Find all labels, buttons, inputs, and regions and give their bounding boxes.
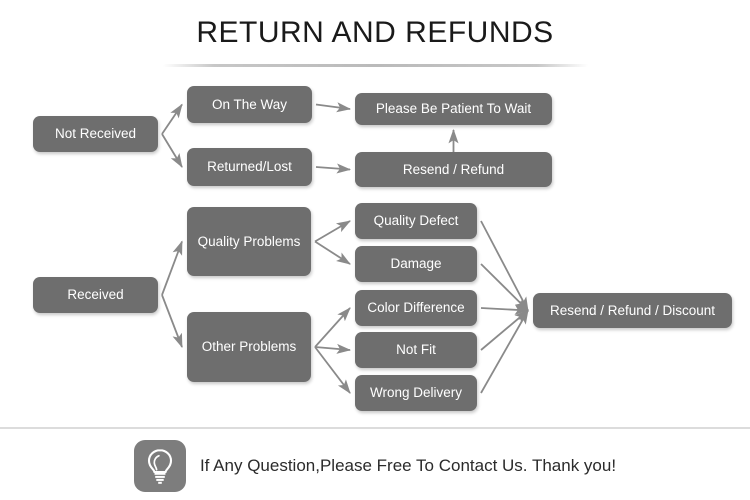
- arrow-other-problems-to-color-difference: [314, 307, 351, 348]
- arrow-other-problems-to-not-fit: [314, 343, 352, 354]
- node-wrong-delivery: Wrong Delivery: [355, 375, 477, 411]
- node-damage: Damage: [355, 246, 477, 282]
- node-other-problems: Other Problems: [187, 312, 311, 382]
- node-resend-refund-discount: Resend / Refund / Discount: [533, 293, 732, 328]
- node-received: Received: [33, 277, 158, 313]
- title-divider: [163, 64, 588, 67]
- lightbulb-icon: [133, 440, 186, 492]
- footer-text: If Any Question,Please Free To Contact U…: [199, 456, 617, 475]
- node-quality-defect: Quality Defect: [355, 203, 477, 239]
- node-returned-lost: Returned/Lost: [187, 148, 312, 186]
- arrow-other-problems-to-wrong-delivery: [314, 346, 351, 394]
- arrow-quality-defect-to-resend-refund-discount: [480, 220, 529, 312]
- flowchart-arrows: [161, 102, 530, 394]
- node-please-be-patient: Please Be Patient To Wait: [355, 93, 552, 125]
- arrow-returned-lost-to-resend-refund: [315, 163, 352, 174]
- arrow-not-received-to-on-the-way: [161, 103, 183, 135]
- node-resend-refund: Resend / Refund: [355, 152, 552, 187]
- arrow-not-received-to-returned-lost: [161, 133, 183, 168]
- node-not-received: Not Received: [33, 116, 158, 152]
- footer: If Any Question,Please Free To Contact U…: [0, 432, 750, 500]
- arrow-not-fit-to-resend-refund-discount: [480, 309, 529, 351]
- arrow-damage-to-resend-refund-discount: [480, 263, 529, 312]
- arrow-received-to-quality-problems: [161, 240, 183, 296]
- node-color-difference: Color Difference: [355, 290, 477, 326]
- arrow-received-to-other-problems: [161, 294, 183, 349]
- footer-divider: [0, 427, 750, 429]
- arrow-wrong-delivery-to-resend-refund-discount: [480, 309, 529, 394]
- arrow-quality-problems-to-quality-defect: [314, 220, 351, 243]
- arrow-on-the-way-to-please-be-patient: [315, 102, 352, 113]
- node-quality-problems: Quality Problems: [187, 207, 311, 276]
- arrow-color-difference-to-resend-refund-discount: [480, 304, 530, 315]
- node-not-fit: Not Fit: [355, 332, 477, 368]
- arrow-quality-problems-to-damage: [314, 240, 351, 265]
- node-on-the-way: On The Way: [187, 86, 312, 123]
- page-title: RETURN AND REFUNDS: [196, 16, 554, 49]
